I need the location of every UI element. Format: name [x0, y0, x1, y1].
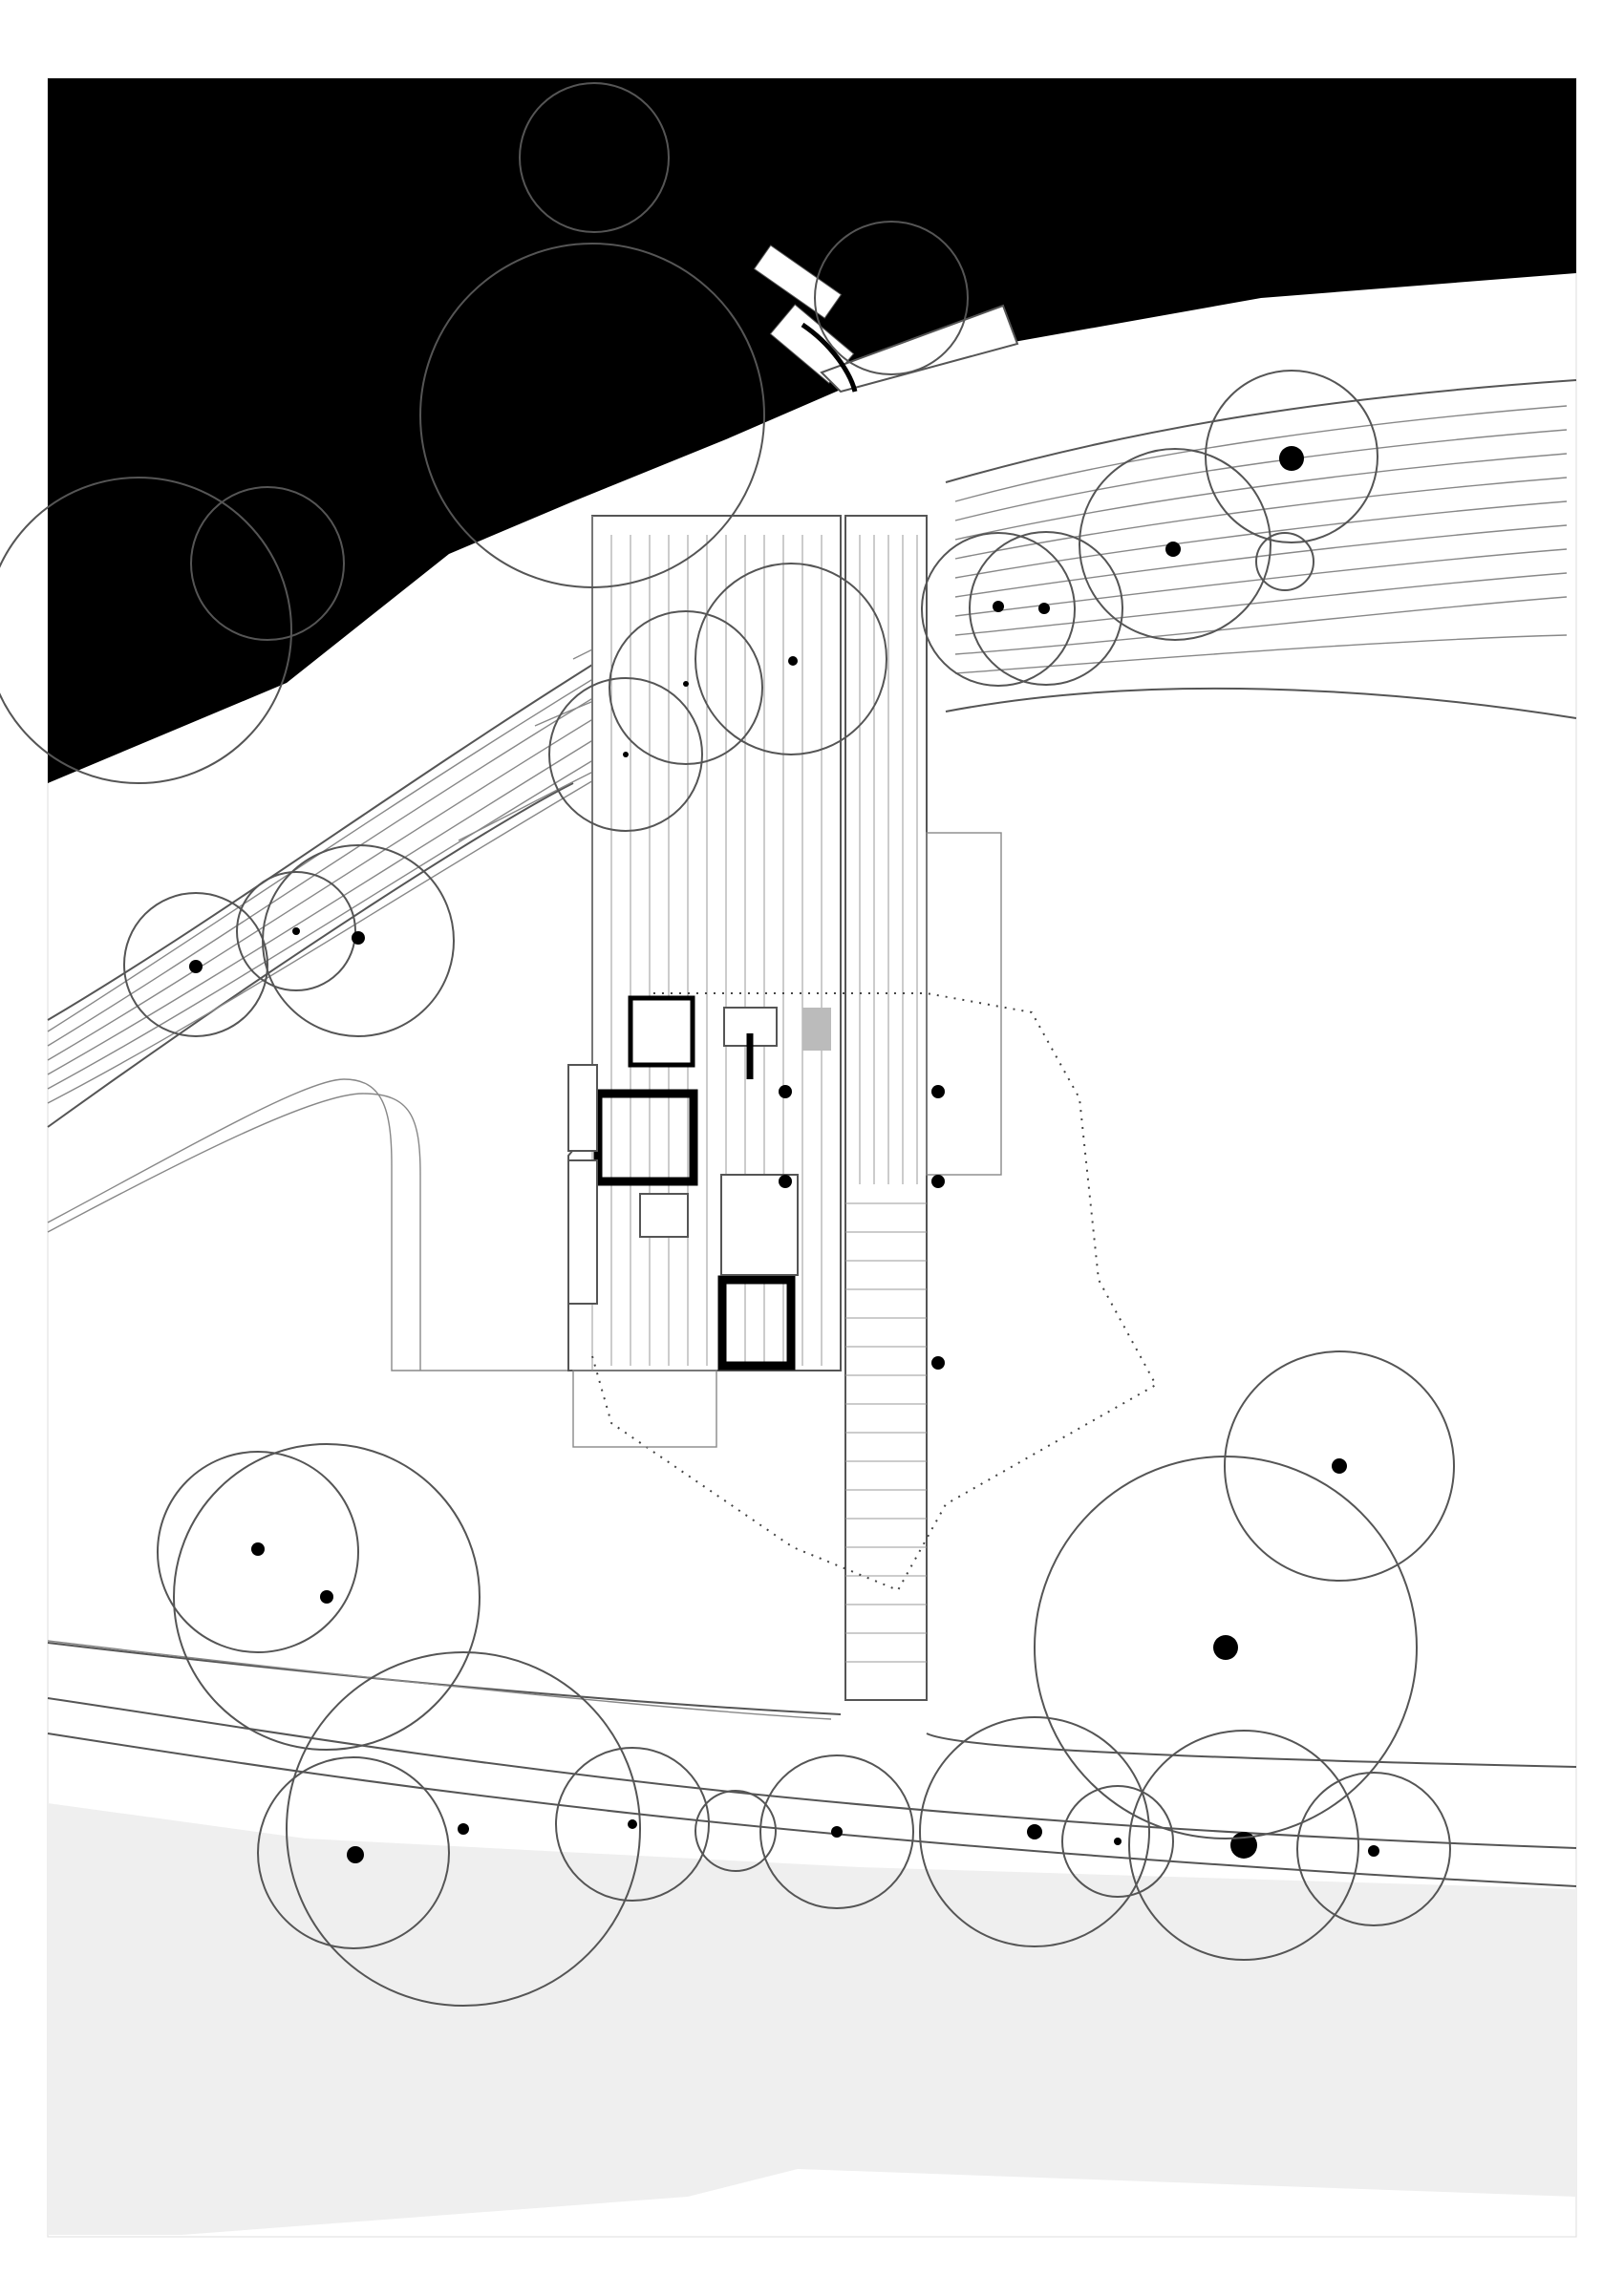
stair-walkway — [844, 515, 928, 1701]
terrace-east — [926, 832, 1002, 1176]
trunk-markers — [779, 1085, 945, 1370]
dark-zone — [48, 78, 1576, 783]
lawn-outline — [47, 1078, 573, 1371]
floor-hatch — [610, 535, 823, 1366]
plot-boundary — [591, 992, 1158, 1592]
building — [567, 515, 842, 1371]
upper-path — [47, 379, 1577, 1128]
trees — [0, 82, 1455, 2007]
waterside-terrace — [753, 244, 1019, 393]
terrace-south — [572, 1370, 717, 1448]
